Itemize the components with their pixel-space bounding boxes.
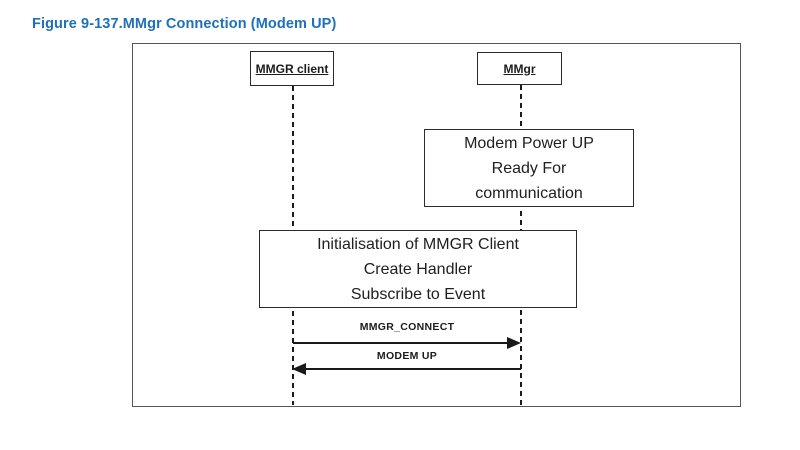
arrowhead-left-icon <box>292 363 306 375</box>
figure-caption: Figure 9-137.MMgr Connection (Modem UP) <box>32 16 337 32</box>
note-modem-power-up: Modem Power UP Ready For communication <box>424 129 634 207</box>
message-line-modem-up <box>306 368 521 370</box>
actor-box-mmgr: MMgr <box>477 52 562 85</box>
note-line: Ready For <box>491 159 567 177</box>
arrowhead-right-icon <box>507 337 521 349</box>
message-line-mmgr-connect <box>293 342 508 344</box>
note-line: Subscribe to Event <box>350 285 486 303</box>
message-label-mmgr-connect: MMGR_CONNECT <box>359 321 455 333</box>
diagram-frame: MMGR client MMgr Modem Power UP Ready Fo… <box>132 43 741 407</box>
actor-label-mmgr-client: MMGR client <box>255 61 329 76</box>
message-label-modem-up: MODEM UP <box>376 350 438 362</box>
actor-box-mmgr-client: MMGR client <box>250 51 334 86</box>
note-initialisation: Initialisation of MMGR Client Create Han… <box>259 230 577 308</box>
note-line: communication <box>475 184 583 202</box>
note-line: Modem Power UP <box>464 134 594 152</box>
note-line: Create Handler <box>363 260 473 278</box>
note-line: Initialisation of MMGR Client <box>317 235 519 253</box>
actor-label-mmgr: MMgr <box>503 61 536 76</box>
